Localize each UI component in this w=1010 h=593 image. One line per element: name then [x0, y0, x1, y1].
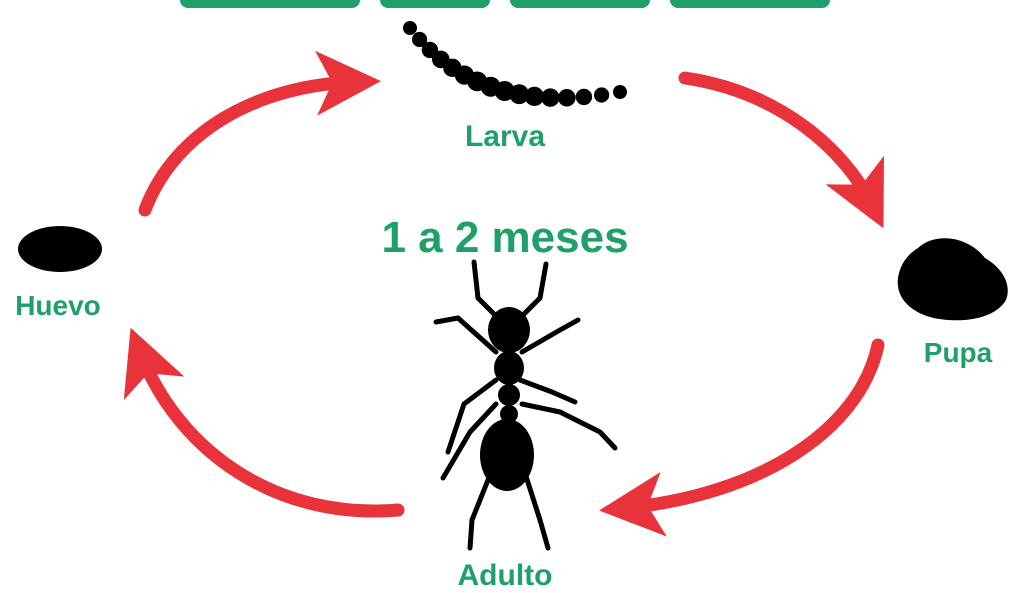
egg-silhouette [18, 226, 102, 272]
larva-silhouette [403, 21, 627, 107]
stage-label-larva: Larva [465, 120, 545, 153]
arrow-larva-to-pupa [685, 78, 872, 205]
stage-label-pupa: Pupa [924, 337, 993, 368]
stage-label-adulto: Adulto [458, 559, 553, 592]
duration-label: 1 a 2 meses [381, 213, 628, 262]
cropped-title-fragment [180, 0, 830, 8]
pupa-silhouette [898, 238, 1008, 320]
stage-label-huevo: Huevo [15, 290, 101, 321]
adult-ant-silhouette [436, 262, 615, 548]
arrow-adulto-to-huevo [140, 352, 398, 511]
arrow-pupa-to-adulto [625, 345, 878, 508]
arrow-huevo-to-larva [145, 82, 355, 210]
